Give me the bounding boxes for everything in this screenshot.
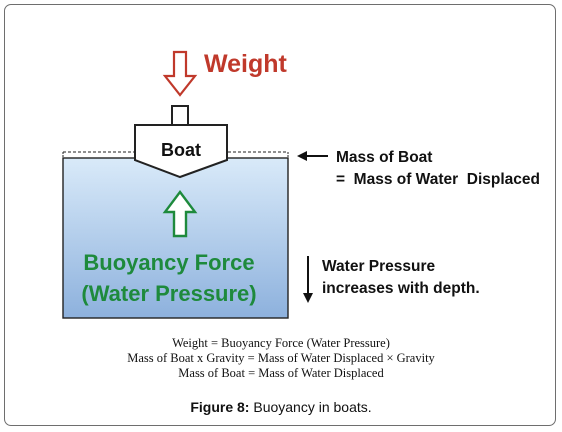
weight-label: Weight <box>204 50 288 78</box>
boat-label: Boat <box>161 140 201 160</box>
figure-caption: Figure 8: Buoyancy in boats. <box>0 399 562 415</box>
pressure-label-line1: Water Pressure <box>322 258 436 275</box>
mass-pointer-arrowhead-icon <box>297 151 307 161</box>
equation-line-2: Mass of Boat x Gravity = Mass of Water D… <box>127 351 435 365</box>
mass-label-line2: = Mass of Water Displaced <box>336 171 540 188</box>
equations-block: Weight = Buoyancy Force (Water Pressure)… <box>0 336 562 381</box>
buoyancy-arrow-icon <box>162 190 198 238</box>
boat-hull <box>134 124 228 179</box>
mass-label-line1: Mass of Boat <box>336 149 432 166</box>
buoyancy-label-line1: Buoyancy Force <box>83 250 254 275</box>
caption-text: Buoyancy in boats. <box>249 399 372 415</box>
equation-line-1: Weight = Buoyancy Force (Water Pressure) <box>172 336 390 350</box>
caption-label: Figure 8: <box>190 399 250 415</box>
buoyancy-diagram: Boat Weight Buoyancy Force (Water Pressu… <box>62 50 540 319</box>
weight-arrow-icon <box>162 50 198 97</box>
water-tank <box>62 157 289 319</box>
buoyancy-label-line2: (Water Pressure) <box>81 281 256 306</box>
boat-mast <box>171 105 189 126</box>
pressure-label-line2: increases with depth. <box>322 280 480 297</box>
equation-line-3: Mass of Boat = Mass of Water Displaced <box>178 366 384 380</box>
pressure-arrowhead-icon <box>303 293 313 303</box>
